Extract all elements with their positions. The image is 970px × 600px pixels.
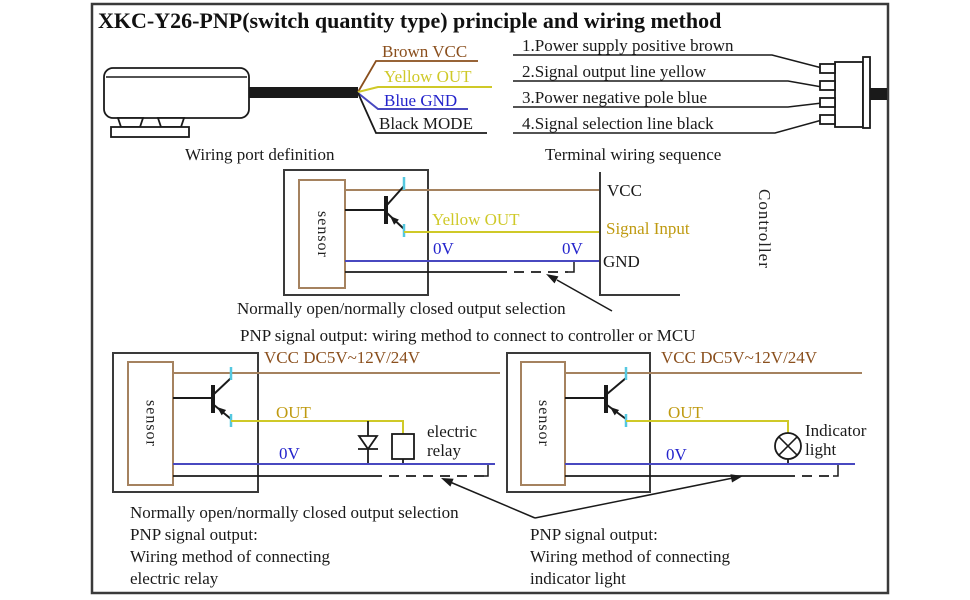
out-wire-label: OUT [668, 403, 703, 422]
caption-wiring-port: Wiring port definition [185, 145, 335, 164]
pnp-transistor-icon [565, 367, 628, 427]
controller-signal-input-pin-label: Signal Input [606, 219, 690, 238]
zero-volt-label-right: 0V [562, 239, 583, 258]
relay-caption-line3: Wiring method of connecting [130, 547, 330, 566]
relay-caption-line2: PNP signal output: [130, 525, 258, 544]
mode-to-0v-jumper [833, 465, 839, 477]
yellow-out-wire-label: Yellow OUT [432, 210, 520, 229]
vcc-range-label: VCC DC5V~12V/24V [264, 348, 421, 367]
caption-pnp-method: PNP signal output: wiring method to conn… [240, 326, 696, 345]
lamp-caption-line3: indicator light [530, 569, 626, 588]
terminal-leader-lines [513, 54, 823, 134]
relay-circuit-diagram [112, 352, 500, 493]
terminal-item-3: 3.Power negative pole blue [522, 88, 708, 107]
relay-device-label-line1: electric [427, 422, 478, 441]
relay-device-label-line2: relay [427, 441, 461, 460]
lamp-device-label-line2: light [805, 440, 837, 459]
controller-gnd-pin-label: GND [603, 252, 640, 271]
vcc-range-label: VCC DC5V~12V/24V [661, 348, 818, 367]
caption-output-selection: Normally open/normally closed output sel… [237, 299, 566, 318]
wire-label-yellow-out: Yellow OUT [384, 67, 472, 86]
selection-pointer-arrow [546, 274, 613, 312]
zero-volt-label-left: 0V [433, 239, 454, 258]
terminal-item-1: 1.Power supply positive brown [522, 36, 734, 55]
caption-terminal-sequence: Terminal wiring sequence [545, 145, 722, 164]
wire-label-brown-vcc: Brown VCC [382, 42, 468, 61]
zero-volt-label: 0V [666, 445, 687, 464]
diagram-frame [90, 2, 890, 595]
mode-to-0v-jumper [568, 262, 575, 273]
pnp-transistor-icon [345, 177, 406, 237]
lamp-circuit-diagram [506, 352, 862, 493]
controller-circuit-diagram [283, 169, 680, 312]
lamp-caption-line1: PNP signal output: [530, 525, 658, 544]
sensor-label: sensor [535, 400, 552, 447]
selection-pointer-arrows [441, 474, 743, 519]
out-wire-label: OUT [276, 403, 311, 422]
page-title: XKC-Y26-PNP(switch quantity type) princi… [98, 8, 722, 33]
zero-volt-label: 0V [279, 444, 300, 463]
relay-coil-icon [391, 433, 415, 464]
controller-outline [599, 172, 680, 296]
wire-label-blue-gnd: Blue GND [384, 91, 458, 110]
cable-icon [249, 87, 358, 98]
mode-to-0v-jumper [484, 465, 489, 477]
lamp-caption-line2: Wiring method of connecting [530, 547, 730, 566]
terminal-item-4: 4.Signal selection line black [522, 114, 714, 133]
wire-fanout [357, 60, 492, 134]
controller-label: Controller [755, 189, 774, 269]
diode-icon [357, 421, 379, 464]
connector-icon [819, 56, 887, 129]
controller-vcc-pin-label: VCC [607, 181, 642, 200]
sensor-label: sensor [142, 400, 160, 447]
indicator-lamp-icon [774, 432, 802, 464]
lamp-device-label-line1: Indicator [805, 421, 867, 440]
sensor-device-icon [103, 67, 358, 138]
wire-label-black-mode: Black MODE [379, 114, 473, 133]
relay-caption-line4: electric relay [130, 569, 219, 588]
terminal-item-2: 2.Signal output line yellow [522, 62, 707, 81]
relay-caption-line1: Normally open/normally closed output sel… [130, 503, 459, 522]
pnp-transistor-icon [173, 367, 233, 427]
sensor-label: sensor [314, 210, 331, 258]
